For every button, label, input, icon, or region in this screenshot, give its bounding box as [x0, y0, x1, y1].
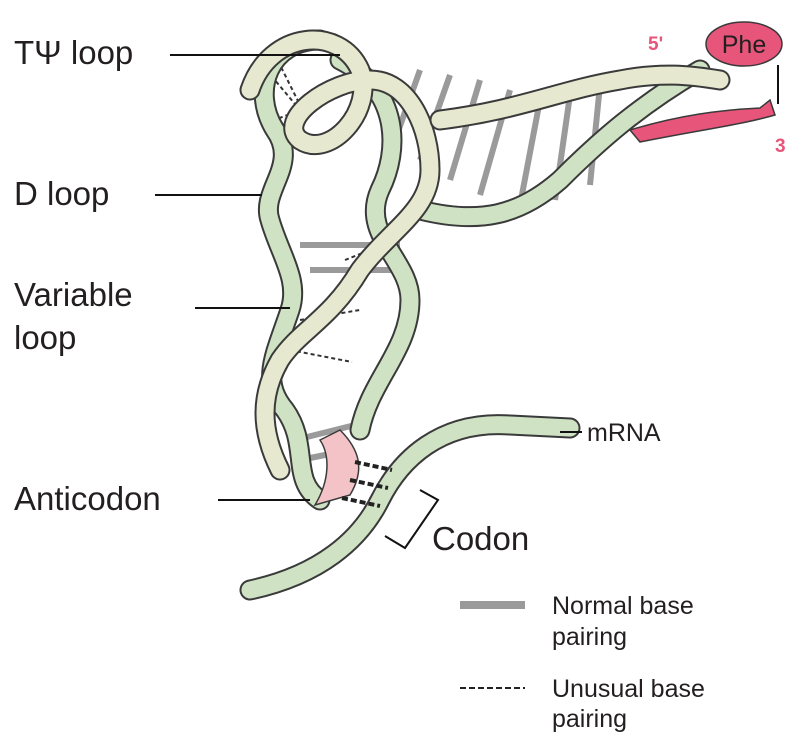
variable-loop-label-line2: loop [14, 319, 76, 356]
phe-amino-acid: Phe [706, 22, 782, 66]
legend-unusual-line1: Unusual base [552, 675, 705, 703]
codon-label: Codon [432, 520, 529, 557]
variable-loop-label-line1: Variable [14, 276, 133, 313]
five-prime-label: 5' [648, 34, 663, 55]
codon-bracket [385, 490, 438, 548]
legend-normal-line1: Normal base [552, 592, 694, 620]
legend-unusual-line2: pairing [552, 705, 627, 733]
anticodon-label: Anticodon [14, 480, 161, 517]
legend-normal-line2: pairing [552, 623, 627, 651]
phe-label: Phe [722, 31, 766, 59]
legend: Normal base pairing Unusual base pairing [460, 592, 705, 733]
d-loop-label: D loop [14, 175, 109, 212]
mrna-label: mRNA [587, 419, 661, 447]
tpsi-loop-label: TΨ loop [14, 34, 133, 71]
anticodon-highlight [315, 430, 359, 505]
three-prime-label: 3 [775, 136, 786, 157]
